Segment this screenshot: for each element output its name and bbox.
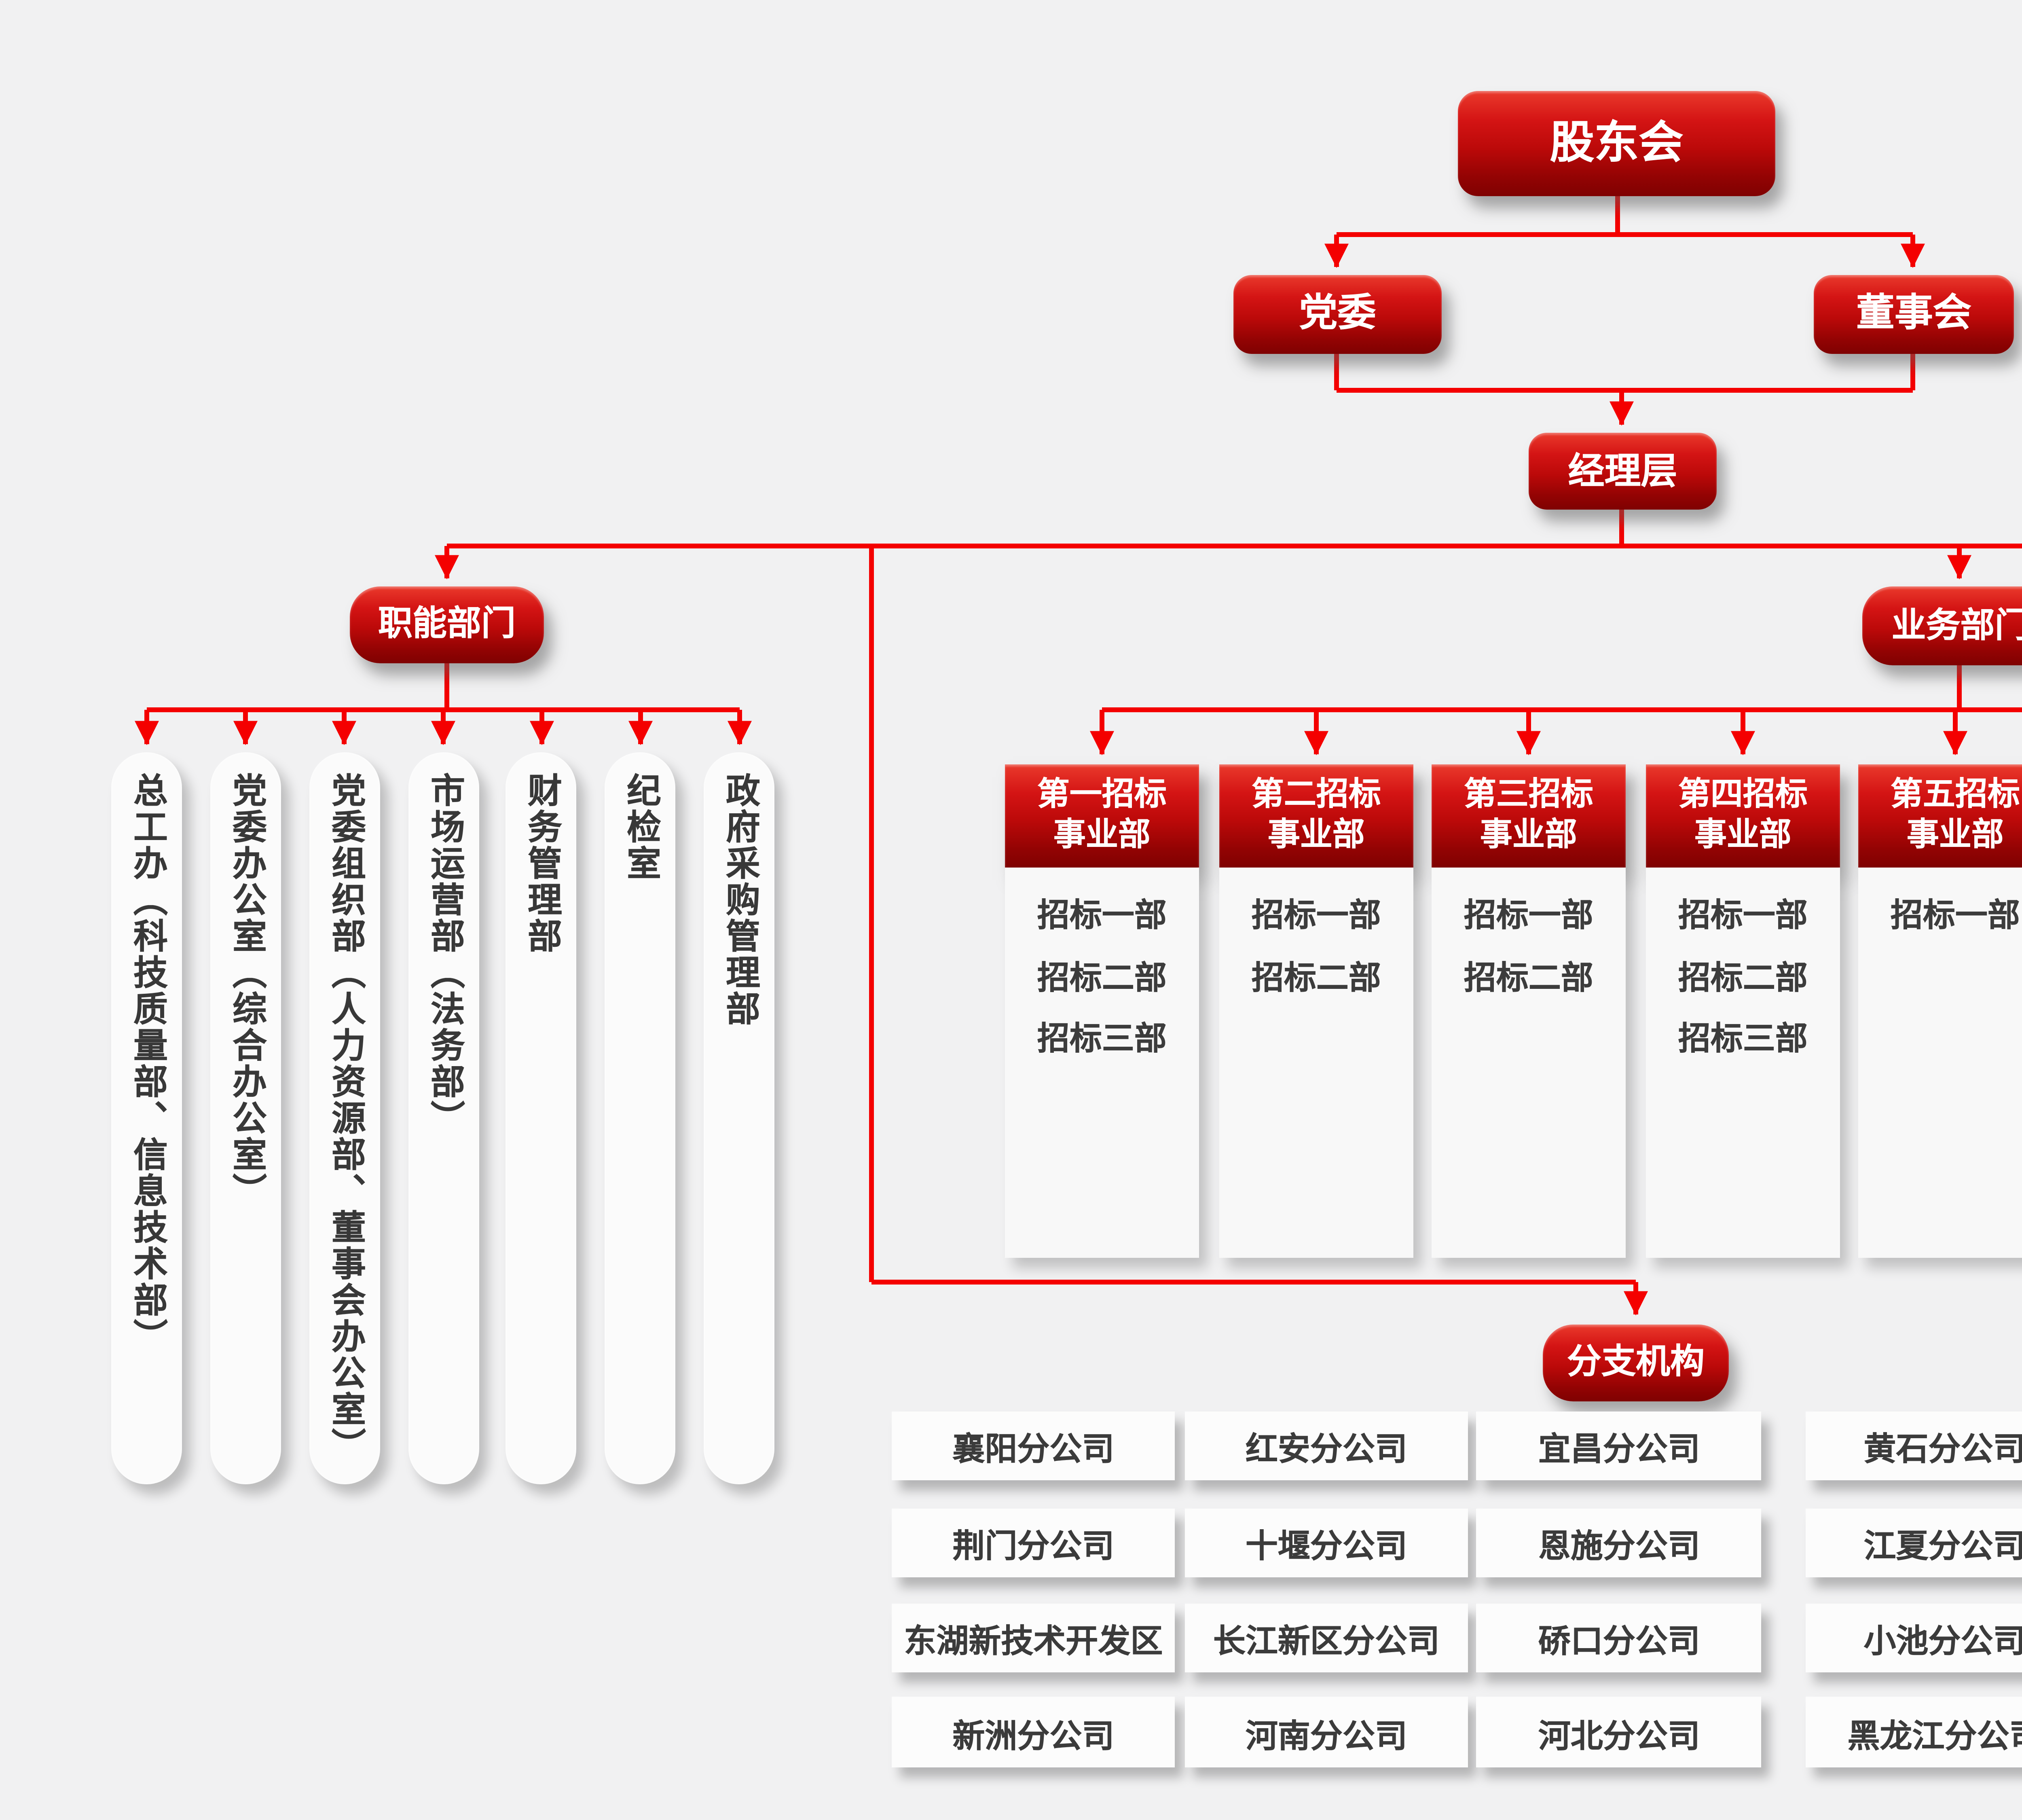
branch-company-cell: 新洲分公司: [891, 1697, 1176, 1767]
business-sub-dept: 招标一部: [1464, 900, 1593, 935]
node-party-committee: 党委: [1233, 275, 1442, 354]
branch-company-cell: 十堰分公司: [1184, 1508, 1469, 1578]
business-sub-dept: 招标二部: [1678, 962, 1808, 997]
group-business-label: 业务部门: [1891, 606, 2022, 645]
group-branches-label: 分支机构: [1567, 1343, 1705, 1382]
branch-company-cell: 河北分公司: [1476, 1697, 1762, 1767]
business-sub-dept: 招标二部: [1037, 962, 1167, 997]
branch-company-cell: 黄石分公司: [1805, 1411, 2022, 1481]
branch-company-cell: 江夏分公司: [1805, 1508, 2022, 1578]
functional-dept-label: 纪检室: [621, 772, 659, 882]
business-unit-header: 第三招标 事业部: [1432, 764, 1626, 868]
functional-dept-pill: 党委组织部（人力资源部、董事会办公室）: [309, 752, 380, 1484]
node-management-label: 经理层: [1568, 450, 1677, 491]
branch-company-cell: 长江新区分公司: [1184, 1602, 1469, 1673]
business-unit-name: 第五招标 事业部: [1890, 777, 2020, 853]
branch-company-cell: 宜昌分公司: [1476, 1411, 1762, 1481]
node-management: 经理层: [1529, 433, 1717, 510]
business-sub-dept: 招标三部: [1678, 1024, 1808, 1058]
node-board: 董事会: [1814, 275, 2014, 354]
business-sub-dept: 招标二部: [1251, 962, 1381, 997]
business-sub-dept: 招标一部: [1678, 900, 1808, 935]
business-unit-name: 第一招标 事业部: [1037, 777, 1167, 853]
business-unit-header: 第五招标 事业部: [1858, 764, 2022, 868]
branch-company-cell: 黑龙江分公司: [1805, 1697, 2022, 1767]
functional-dept-pill: 党委办公室（综合办公室）: [210, 752, 281, 1484]
business-unit-panel: 招标一部: [1858, 868, 2022, 1258]
business-unit-header: 第二招标 事业部: [1219, 764, 1413, 868]
functional-dept-pill: 政府采购管理部: [704, 752, 774, 1484]
branch-company-cell: 恩施分公司: [1476, 1508, 1762, 1578]
branch-company-cell: 小池分公司: [1805, 1602, 2022, 1673]
functional-dept-pill: 总工办（科技质量部、信息技术部）: [111, 752, 182, 1484]
node-party-committee-label: 党委: [1299, 292, 1376, 335]
group-functional-label: 职能部门: [378, 605, 516, 644]
business-sub-dept: 招标一部: [1890, 900, 2020, 935]
business-sub-dept: 招标三部: [1037, 1024, 1167, 1058]
node-shareholders: 股东会: [1458, 91, 1775, 196]
functional-dept-label: 党委组织部（人力资源部、董事会办公室）: [326, 772, 364, 1464]
business-unit-header: 第一招标 事业部: [1005, 764, 1199, 868]
functional-dept-label: 政府采购管理部: [720, 772, 758, 1027]
group-business-departments: 业务部门: [1862, 586, 2022, 665]
functional-dept-label: 市场运营部（法务部）: [425, 772, 463, 1136]
functional-dept-label: 党委办公室（综合办公室）: [226, 772, 265, 1209]
branch-company-cell: 硚口分公司: [1476, 1602, 1762, 1673]
branch-company-cell: 东湖新技术开发区: [891, 1602, 1176, 1673]
branch-company-cell: 河南分公司: [1184, 1697, 1469, 1767]
business-unit-name: 第二招标 事业部: [1251, 777, 1381, 853]
group-branches: 分支机构: [1543, 1325, 1729, 1401]
business-unit-header: 第四招标 事业部: [1646, 764, 1840, 868]
branch-company-cell: 红安分公司: [1184, 1411, 1469, 1481]
functional-dept-pill: 市场运营部（法务部）: [408, 752, 479, 1484]
business-sub-dept: 招标二部: [1464, 962, 1593, 997]
business-sub-dept: 招标一部: [1037, 900, 1167, 935]
business-sub-dept: 招标一部: [1251, 900, 1381, 935]
functional-dept-label: 财务管理部: [522, 772, 560, 954]
business-unit-panel: 招标一部 招标二部 招标三部: [1646, 868, 1840, 1258]
functional-dept-label: 总工办（科技质量部、信息技术部）: [127, 772, 166, 1355]
business-unit-name: 第四招标 事业部: [1678, 777, 1808, 853]
functional-dept-pill: 财务管理部: [506, 752, 576, 1484]
business-unit-panel: 招标一部 招标二部: [1219, 868, 1413, 1258]
node-board-label: 董事会: [1856, 292, 1971, 335]
branch-company-cell: 荆门分公司: [891, 1508, 1176, 1578]
branch-company-cell: 襄阳分公司: [891, 1411, 1176, 1481]
business-unit-panel: 招标一部 招标二部: [1432, 868, 1626, 1258]
node-shareholders-label: 股东会: [1550, 118, 1684, 169]
business-unit-panel: 招标一部 招标二部 招标三部: [1005, 868, 1199, 1258]
group-functional-departments: 职能部门: [350, 586, 544, 663]
business-unit-name: 第三招标 事业部: [1464, 777, 1593, 853]
functional-dept-pill: 纪检室: [605, 752, 675, 1484]
